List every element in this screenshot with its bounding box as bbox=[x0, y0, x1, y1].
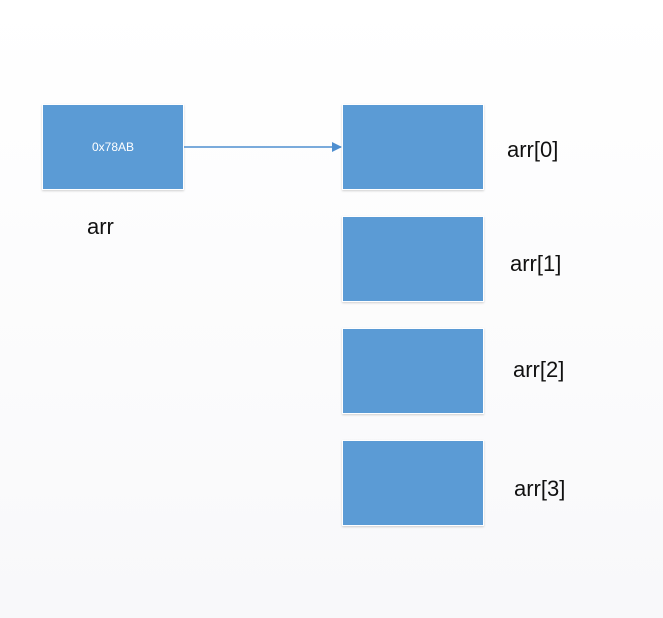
array-cell-2-label: arr[2] bbox=[513, 357, 565, 382]
array-cell-2 bbox=[342, 328, 484, 414]
array-cell-3 bbox=[342, 440, 484, 526]
pointer-label: arr bbox=[87, 214, 114, 239]
array-cell-1 bbox=[342, 216, 484, 302]
array-cell-0-label: arr[0] bbox=[507, 137, 559, 162]
array-cell-1-label: arr[1] bbox=[510, 251, 562, 276]
pointer-box: 0x78AB bbox=[42, 104, 184, 190]
pointer-value: 0x78AB bbox=[91, 140, 135, 154]
array-cell-0 bbox=[342, 104, 484, 190]
array-cell-3-label: arr[3] bbox=[514, 476, 566, 501]
